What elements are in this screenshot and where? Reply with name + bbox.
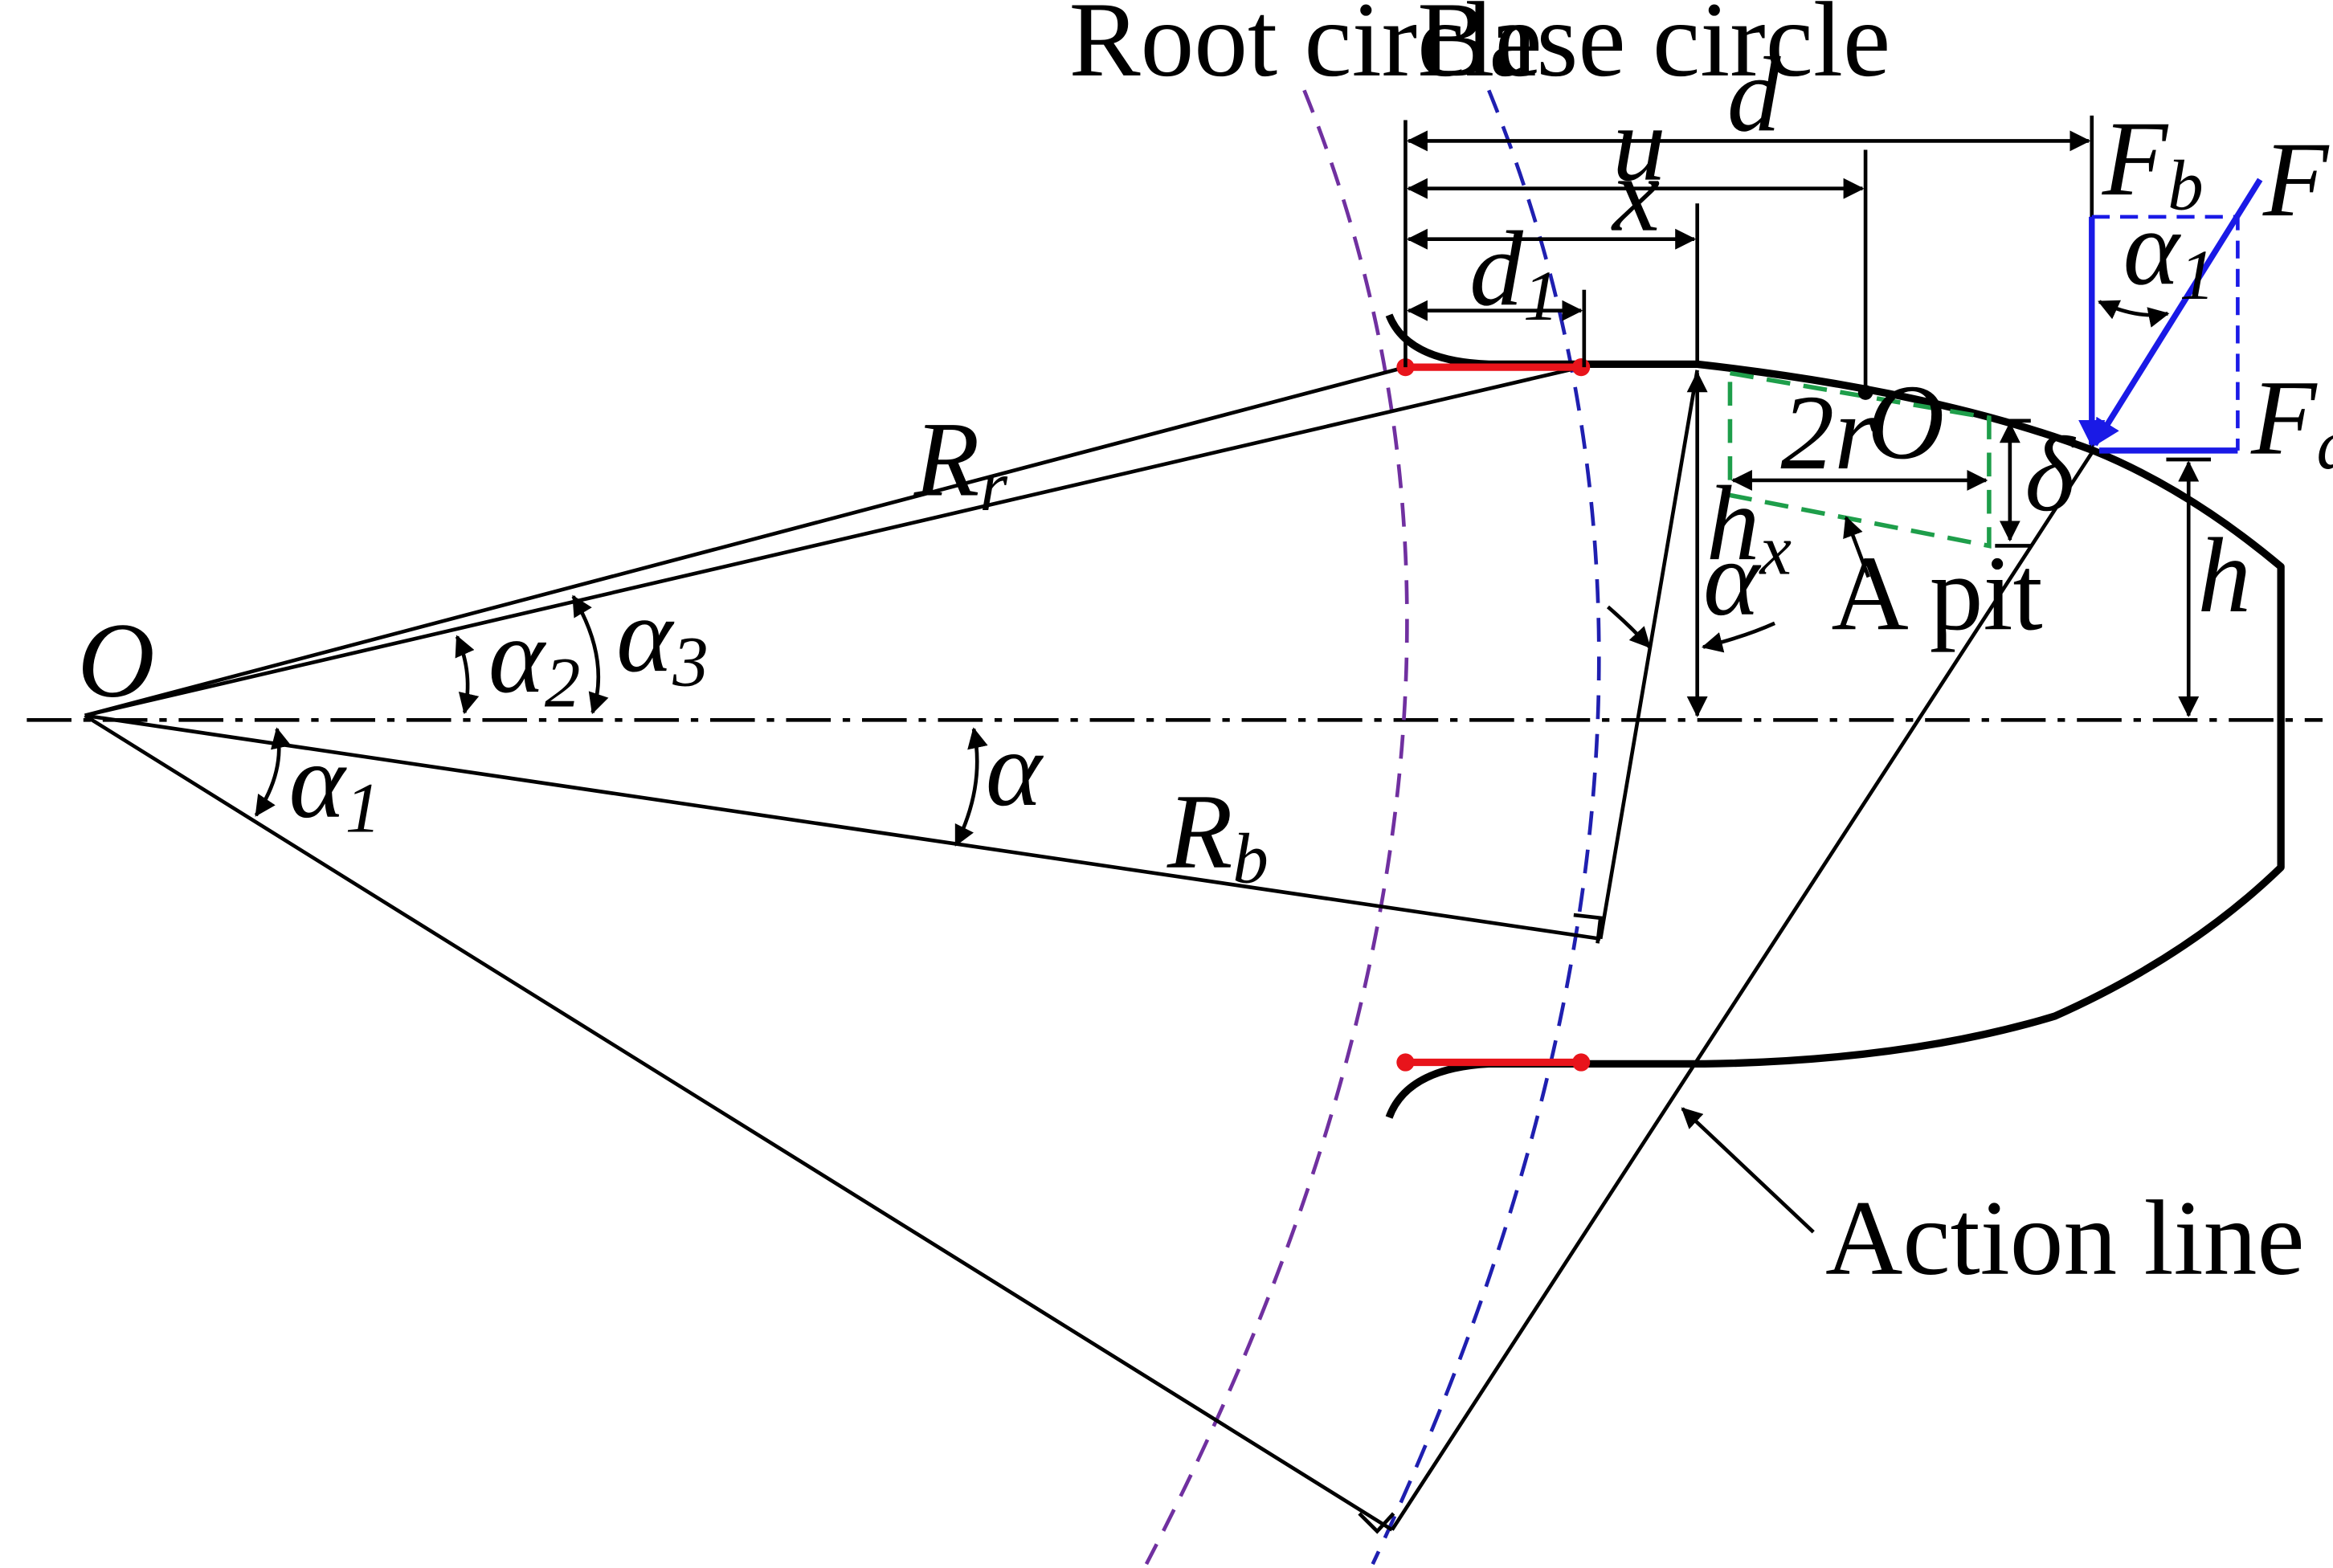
dim-2r-label: 2r [1780, 373, 1877, 492]
angle-arc-force-alpha1 [2098, 300, 2170, 328]
force-fb-label: Fb [2102, 99, 2204, 226]
angle-alpha-top-label: α [1703, 519, 1762, 638]
base-circle-arc [1371, 89, 1601, 1566]
angle-alpha3-label: α3 [616, 575, 709, 702]
dim-u-label: u [1612, 84, 1666, 203]
angle-alpha1-label: α1 [289, 721, 382, 848]
dim-d-label: d [1727, 35, 1782, 153]
dim-d1-label: d1 [1469, 209, 1559, 336]
leader-action-line [1681, 1107, 1815, 1234]
red-dot-lower-right [1572, 1053, 1591, 1072]
right-angle-mark-upper [1573, 913, 1603, 944]
radius-rr-label: Rr [913, 399, 1008, 526]
force-f-label: F [2262, 120, 2330, 239]
center-o-label: O [77, 601, 154, 720]
radius-rr-line [84, 365, 1407, 717]
leader-a-pit [1843, 516, 1870, 578]
dim-h-label: h [2197, 516, 2251, 635]
root-circle-label: Root circle [1069, 0, 1542, 99]
angle-arc-alpha-top-left [1606, 605, 1652, 649]
red-dot-lower-left [1396, 1053, 1415, 1072]
force-f-vector [2092, 178, 2263, 447]
base-circle-label: Base circle [1417, 0, 1890, 99]
radius-rr-inner-line [84, 365, 1582, 718]
lower-radius-line [84, 713, 1393, 1532]
root-circle-arc [1144, 89, 1409, 1566]
dim-delta-label: δ [2025, 414, 2076, 533]
angle-arc-alpha-top-right [1701, 621, 1775, 653]
angle-arc-alpha3 [571, 594, 609, 715]
red-dot-upper-right [1572, 357, 1591, 377]
radius-rb-line [84, 713, 1601, 941]
angle-arc-alpha1 [254, 727, 292, 817]
action-line [1390, 449, 2095, 1531]
dim-hx-label: hx [1706, 463, 1792, 590]
center-o-pit-label: O [1867, 362, 1944, 481]
angle-arc-alpha2 [455, 635, 480, 715]
angle-alpha2-label: α2 [488, 596, 581, 723]
right-angle-mark-lower [1358, 1512, 1395, 1534]
force-fa-label: Fa [2250, 358, 2333, 485]
a-pit-label: A pit [1831, 533, 2042, 652]
angle-arc-alpha [954, 727, 988, 847]
angle-alpha-label: α [986, 709, 1044, 828]
tooth-profile [1385, 313, 2285, 1119]
pit-outline [1727, 370, 1992, 549]
tangent-line [1598, 370, 1699, 940]
action-line-label: Action line [1825, 1178, 2305, 1297]
red-dot-upper-left [1396, 357, 1415, 377]
radius-rb-label: Rb [1166, 772, 1269, 899]
dim-x-label: x [1611, 135, 1660, 254]
force-alpha1-label: α1 [2123, 188, 2216, 315]
